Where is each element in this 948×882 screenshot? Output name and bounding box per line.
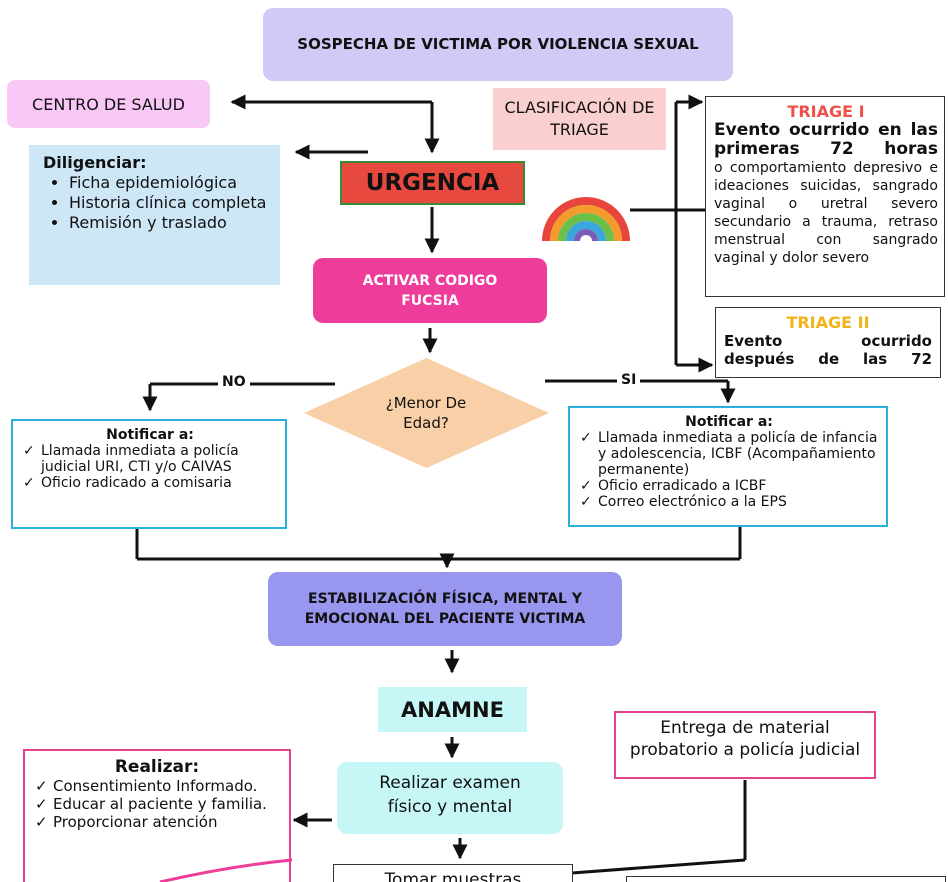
tomar-muestras-box: Tomar muestras [333,864,573,882]
rainbow-logo [540,181,632,245]
codigo-fucsia-box: ACTIVAR CODIGO FUCSIA [313,258,547,323]
clasificacion-triage-label: CLASIFICACIÓN DE TRIAGE [504,98,655,139]
codigo-fucsia-label: ACTIVAR CODIGO FUCSIA [362,272,498,309]
centro-salud-box: CENTRO DE SALUD [7,80,210,128]
realizar-box: Realizar: Consentimiento Informado. Educ… [23,749,291,882]
notificar-no-item: Llamada inmediata a policía judicial URI… [23,443,277,475]
diagram-title-box: SOSPECHA DE VICTIMA POR VIOLENCIA SEXUAL [263,8,733,81]
decision-label: ¿Menor De Edad? [385,394,467,432]
notificar-no-box: Notificar a: Llamada inmediata a policía… [11,419,287,529]
si-label: SI [617,372,641,388]
anamne-box: ANAMNE [378,687,527,732]
diligenciar-list: Ficha epidemiológica Historia clínica co… [43,173,270,233]
no-label: NO [218,374,250,390]
realizar-heading: Realizar: [114,757,200,777]
notificar-si-list: Llamada inmediata a policía de infancia … [580,430,878,510]
urgencia-box: URGENCIA [340,161,525,205]
triage-2-title: TRIAGE II [786,313,870,332]
examen-label: Realizar examen físico y mental [379,773,521,817]
clasificacion-triage-box: CLASIFICACIÓN DE TRIAGE [493,88,666,150]
notificar-si-heading: Notificar a: [685,414,773,430]
decision-diamond-shape [304,358,549,468]
diligenciar-item: Historia clínica completa [69,193,270,213]
notificar-no-list: Llamada inmediata a policía judicial URI… [23,443,277,491]
examen-box: Realizar examen físico y mental [337,762,563,834]
triage-2-box: TRIAGE II Evento ocurrido después de las… [715,307,941,378]
rainbow-logo-graphic [542,197,630,242]
realizar-item: Educar al paciente y familia. [35,795,279,813]
tomar-muestras-label: Tomar muestras [384,870,522,882]
notificar-si-item: Oficio erradicado a ICBF [580,478,878,494]
entrega-material-label: Entrega de material probatorio a policía… [629,718,861,760]
realizar-item: Proporcionar atención [35,813,279,831]
diligenciar-heading: Diligenciar: [43,153,147,172]
triage-1-subtitle: Evento ocurrido en las primeras 72 horas [714,120,938,159]
estabilizacion-label: ESTABILIZACIÓN FÍSICA, MENTAL Y EMOCIONA… [304,591,586,627]
notificar-si-item: Llamada inmediata a policía de infancia … [580,430,878,478]
notificar-no-item: Oficio radicado a comisaria [23,475,277,491]
partial-bottom-box [626,876,946,882]
diagram-title: SOSPECHA DE VICTIMA POR VIOLENCIA SEXUAL [297,35,699,53]
entrega-material-box: Entrega de material probatorio a policía… [614,711,876,779]
urgencia-label: URGENCIA [365,170,500,196]
notificar-no-heading: Notificar a: [106,427,194,443]
diligenciar-item: Ficha epidemiológica [69,173,270,193]
menor-de-edad-decision: ¿Menor De Edad? [304,358,549,468]
estabilizacion-box: ESTABILIZACIÓN FÍSICA, MENTAL Y EMOCIONA… [268,572,622,646]
triage-1-title: TRIAGE I [787,102,865,121]
triage-1-box: TRIAGE I Evento ocurrido en las primeras… [705,96,945,297]
realizar-list: Consentimiento Informado. Educar al paci… [35,777,279,831]
centro-salud-label: CENTRO DE SALUD [32,94,185,114]
diligenciar-box: Diligenciar: Ficha epidemiológica Histor… [29,145,280,285]
diligenciar-item: Remisión y traslado [69,213,270,233]
triage-1-text: o comportamiento depresivo e ideaciones … [714,160,938,266]
anamne-label: ANAMNE [401,697,504,722]
triage-2-subtitle: Evento ocurrido después de las 72 [724,332,932,368]
notificar-si-box: Notificar a: Llamada inmediata a policía… [568,406,888,527]
realizar-item: Consentimiento Informado. [35,777,279,795]
notificar-si-item: Correo electrónico a la EPS [580,494,878,510]
